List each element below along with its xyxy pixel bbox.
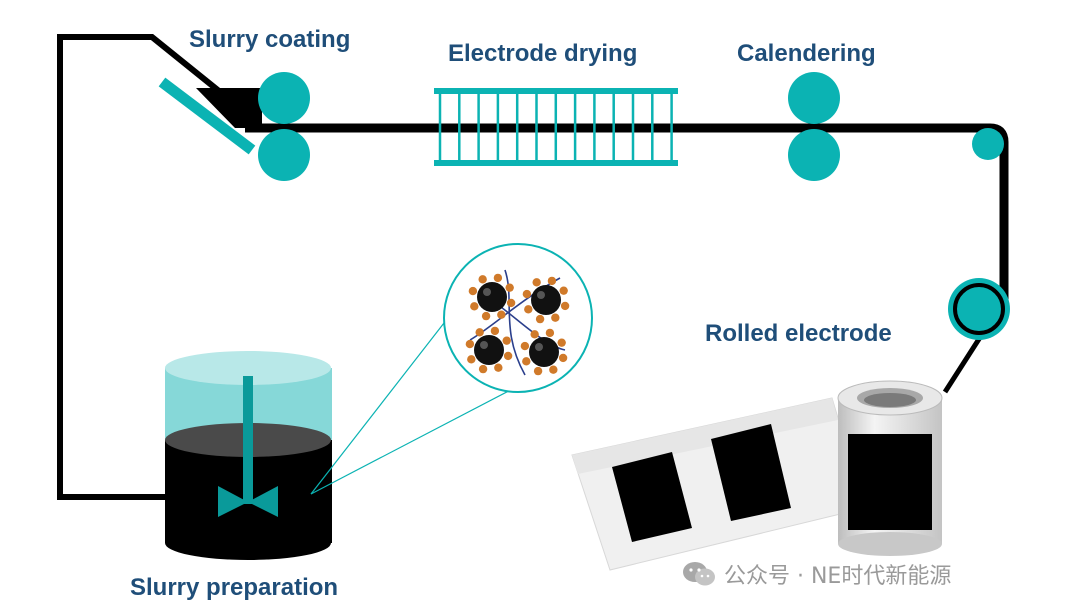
watermark: 公众号 · NE时代新能源	[682, 558, 951, 590]
slurry-return-line	[57, 34, 247, 500]
active-particle	[522, 276, 570, 324]
electrode-drying-label: Electrode drying	[448, 40, 638, 67]
wechat-icon	[683, 562, 715, 586]
coating-roller-top	[258, 72, 310, 124]
calender-rollers	[788, 72, 840, 181]
mixer-blade	[218, 486, 278, 517]
coating-roller-bottom	[258, 129, 310, 181]
active-particle	[468, 273, 516, 321]
guide-roller-large	[948, 278, 1010, 340]
active-particle	[465, 326, 513, 374]
slurry-preparation-label: Slurry preparation	[130, 574, 339, 601]
electrode-web-line	[245, 123, 1009, 300]
calendering-label: Calendering	[737, 40, 876, 67]
drying-oven	[434, 88, 678, 166]
rolled-electrode-label: Rolled electrode	[705, 320, 892, 347]
guide-roller-small	[972, 128, 1004, 160]
calender-roller-top	[788, 72, 840, 124]
mixer-shaft	[243, 376, 253, 504]
particle-zoom	[443, 243, 593, 393]
calender-roller-bottom	[788, 129, 840, 181]
active-particle	[520, 328, 568, 376]
zoom-line-bottom	[310, 371, 546, 495]
electrode-coating-patch-1	[612, 452, 692, 542]
rolled-electrode	[571, 380, 943, 571]
slurry-coating-label: Slurry coating	[189, 26, 351, 53]
electrode-coating-patch-2	[711, 424, 791, 521]
slurry-coater	[158, 72, 310, 181]
slurry-tank	[165, 351, 332, 560]
zoom-line-top	[310, 304, 459, 495]
roll-coating-band	[848, 434, 932, 530]
watermark-text: 公众号 · NE时代新能源	[724, 564, 952, 589]
